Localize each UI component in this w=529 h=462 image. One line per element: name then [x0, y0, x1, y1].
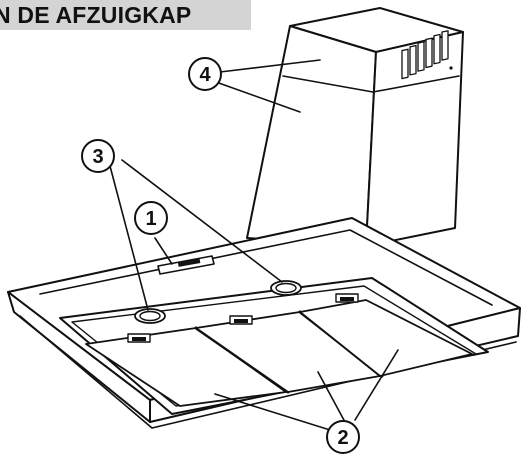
- leader-2c: [354, 349, 399, 421]
- leader-1: [154, 237, 173, 265]
- leader-2b: [317, 371, 346, 423]
- leader-3a: [109, 165, 149, 311]
- callout-1: 1: [134, 201, 168, 235]
- leader-4b: [215, 81, 301, 113]
- callout-2-number: 2: [337, 427, 348, 449]
- callout-3-number: 3: [92, 146, 103, 168]
- leader-2a: [214, 393, 331, 431]
- callout-4: 4: [188, 57, 222, 91]
- leader-4a: [219, 59, 321, 73]
- chimney-vent-grille: [401, 30, 449, 80]
- lamp-right: [270, 280, 302, 296]
- callout-2: 2: [326, 420, 360, 454]
- lamp-left: [134, 308, 166, 324]
- chimney-screw: [449, 66, 453, 70]
- callout-3: 3: [81, 139, 115, 173]
- section-title-band: N DE AFZUIGKAP: [0, 0, 251, 30]
- callout-4-number: 4: [199, 64, 211, 86]
- filter-handle-right: [335, 293, 359, 303]
- filter-handle-left: [127, 333, 151, 343]
- section-title: N DE AFZUIGKAP: [0, 2, 192, 28]
- grease-filter-right: [299, 299, 473, 377]
- leader-3b: [121, 159, 283, 283]
- filter-handle-middle: [229, 315, 253, 325]
- callout-1-number: 1: [145, 208, 156, 230]
- control-panel: [157, 255, 215, 275]
